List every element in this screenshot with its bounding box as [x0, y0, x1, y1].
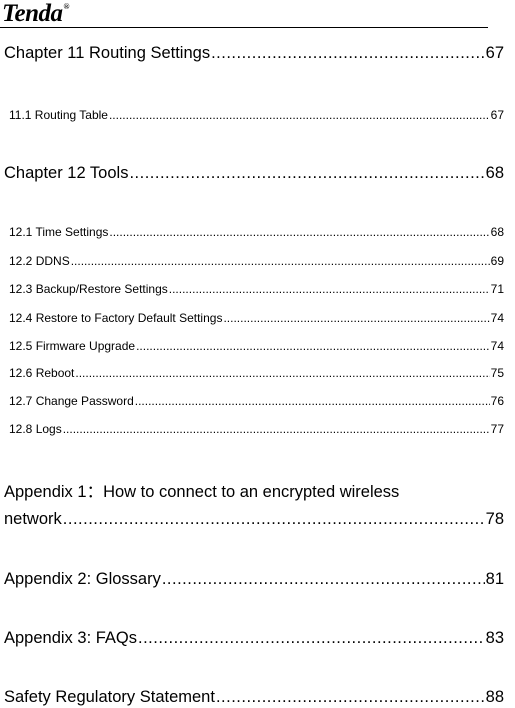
toc-entry-title: Chapter 12 Tools: [4, 164, 129, 182]
toc-entry-title: 12.5 Firmware Upgrade: [9, 339, 136, 353]
toc-entry-12-1[interactable]: 12.1 Time Settings 68: [9, 225, 504, 239]
toc-entry-appendix-1-title-line1: Appendix 1：How to connect to an encrypte…: [4, 483, 400, 501]
toc-entry-title: network: [4, 510, 62, 528]
toc-leader-dots: [138, 629, 485, 648]
toc-entry-page: 77: [490, 422, 504, 436]
toc-entry-page: 83: [485, 629, 504, 647]
toc-entry-12-8[interactable]: 12.8 Logs 77: [9, 422, 504, 436]
toc-entry-title: 12.8 Logs: [9, 422, 62, 436]
toc-leader-dots: [75, 366, 489, 380]
toc-entry-title: Chapter 11 Routing Settings: [4, 44, 211, 62]
toc-entry-title: 12.2 DDNS: [9, 254, 70, 268]
toc-leader-dots: [211, 44, 485, 63]
toc-entry-12-3[interactable]: 12.3 Backup/Restore Settings 71: [9, 282, 504, 296]
toc-leader-dots: [109, 225, 489, 239]
toc-entry-12-5[interactable]: 12.5 Firmware Upgrade 74: [9, 339, 504, 353]
toc-entry-page: 67: [490, 108, 504, 122]
toc-entry-appendix-3[interactable]: Appendix 3: FAQs 83: [4, 629, 504, 648]
toc-entry-page: 67: [485, 44, 504, 62]
toc-entry-page: 69: [490, 254, 504, 268]
toc-entry-title: 12.3 Backup/Restore Settings: [9, 282, 168, 296]
toc-leader-dots: [169, 282, 490, 296]
toc-entry-appendix-2[interactable]: Appendix 2: Glossary 81: [4, 570, 504, 589]
page-header: Tenda®: [0, 0, 515, 30]
toc-entry-title: 12.1 Time Settings: [9, 225, 109, 239]
toc-entry-page: 88: [485, 688, 504, 706]
toc-entry-page: 74: [490, 339, 504, 353]
toc-leader-dots: [63, 422, 490, 436]
toc-entry-chapter-12[interactable]: Chapter 12 Tools 68: [4, 164, 504, 183]
toc-leader-dots: [109, 108, 490, 122]
toc-entry-12-7[interactable]: 12.7 Change Password 76: [9, 394, 504, 408]
toc-leader-dots: [216, 688, 485, 707]
toc-leader-dots: [71, 254, 490, 268]
toc-entry-page: 76: [490, 394, 504, 408]
header-rule: [0, 27, 488, 28]
toc-entry-11-1[interactable]: 11.1 Routing Table 67: [9, 108, 504, 122]
toc-entry-12-4[interactable]: 12.4 Restore to Factory Default Settings…: [9, 311, 504, 325]
toc-entry-page: 81: [485, 570, 504, 588]
toc-leader-dots: [136, 339, 490, 353]
toc-entry-appendix-1[interactable]: network 78: [4, 510, 504, 529]
toc-entry-safety-statement[interactable]: Safety Regulatory Statement 88: [4, 688, 504, 707]
toc-entry-title: Appendix 2: Glossary: [4, 570, 161, 588]
toc-entry-title: 12.7 Change Password: [9, 394, 134, 408]
toc-entry-page: 68: [490, 225, 504, 239]
toc-entry-page: 68: [485, 164, 504, 182]
toc-entry-title: 12.6 Reboot: [9, 366, 75, 380]
toc-entry-page: 74: [490, 311, 504, 325]
toc-entry-page: 75: [490, 366, 504, 380]
toc-entry-page: 78: [485, 510, 504, 528]
toc-entry-title: Safety Regulatory Statement: [4, 688, 215, 706]
toc-entry-12-6[interactable]: 12.6 Reboot 75: [9, 366, 504, 380]
toc-entry-12-2[interactable]: 12.2 DDNS 69: [9, 254, 504, 268]
toc-entry-title: Appendix 3: FAQs: [4, 629, 137, 647]
toc-leader-dots: [63, 510, 485, 529]
toc-leader-dots: [162, 570, 485, 589]
toc-leader-dots: [135, 394, 490, 408]
toc-entry-chapter-11[interactable]: Chapter 11 Routing Settings 67: [4, 44, 504, 63]
toc-leader-dots: [223, 311, 489, 325]
tenda-logo: Tenda®: [2, 0, 70, 27]
toc-leader-dots: [129, 164, 484, 183]
toc-entry-page: 71: [490, 282, 504, 296]
toc-entry-title: 12.4 Restore to Factory Default Settings: [9, 311, 223, 325]
toc-entry-title: 11.1 Routing Table: [9, 108, 108, 122]
